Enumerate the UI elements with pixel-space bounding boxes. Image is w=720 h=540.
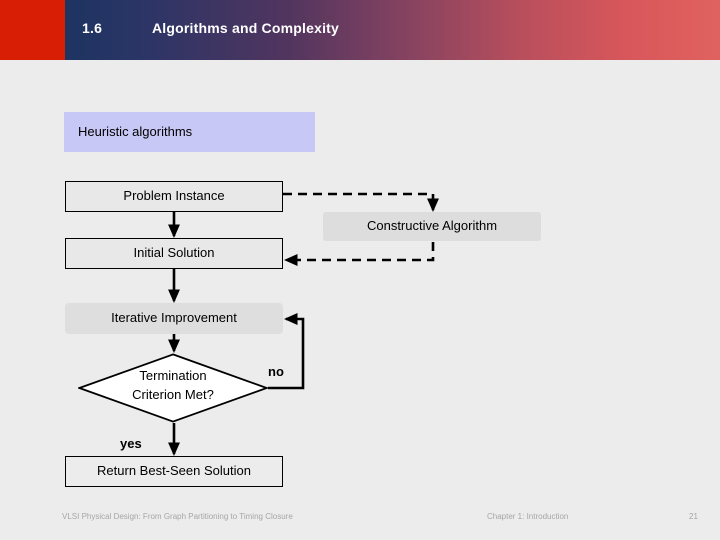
footer-page-number: 21 <box>689 512 698 521</box>
section-number: 1.6 <box>82 20 103 36</box>
node-iterative-improvement: Iterative Improvement <box>65 303 283 334</box>
edge-label-no: no <box>268 364 284 379</box>
flowchart-diagram: Heuristic algorithms Problem Instance Co… <box>0 60 720 500</box>
diamond-shape-icon <box>78 353 268 423</box>
slide-footer: VLSI Physical Design: From Graph Partiti… <box>0 508 720 532</box>
edge-label-yes: yes <box>120 436 142 451</box>
node-constructive-algorithm: Constructive Algorithm <box>323 212 541 241</box>
node-return-best-seen-solution: Return Best-Seen Solution <box>65 456 283 487</box>
node-heuristic-algorithms: Heuristic algorithms <box>64 112 315 152</box>
footer-book-title: VLSI Physical Design: From Graph Partiti… <box>62 512 293 521</box>
node-initial-solution: Initial Solution <box>65 238 283 269</box>
header-gradient-bar <box>65 0 720 60</box>
node-problem-instance: Problem Instance <box>65 181 283 212</box>
edge-constructive-to-initial <box>283 242 435 266</box>
page-title: Algorithms and Complexity <box>152 20 340 36</box>
footer-chapter-label: Chapter 1: Introduction <box>487 512 569 521</box>
header-banner: 1.6 Algorithms and Complexity <box>0 0 720 60</box>
header-red-accent-block <box>0 0 65 60</box>
edge-problem-to-constructive <box>283 192 439 213</box>
node-termination-criterion: Termination Criterion Met? <box>78 353 268 423</box>
